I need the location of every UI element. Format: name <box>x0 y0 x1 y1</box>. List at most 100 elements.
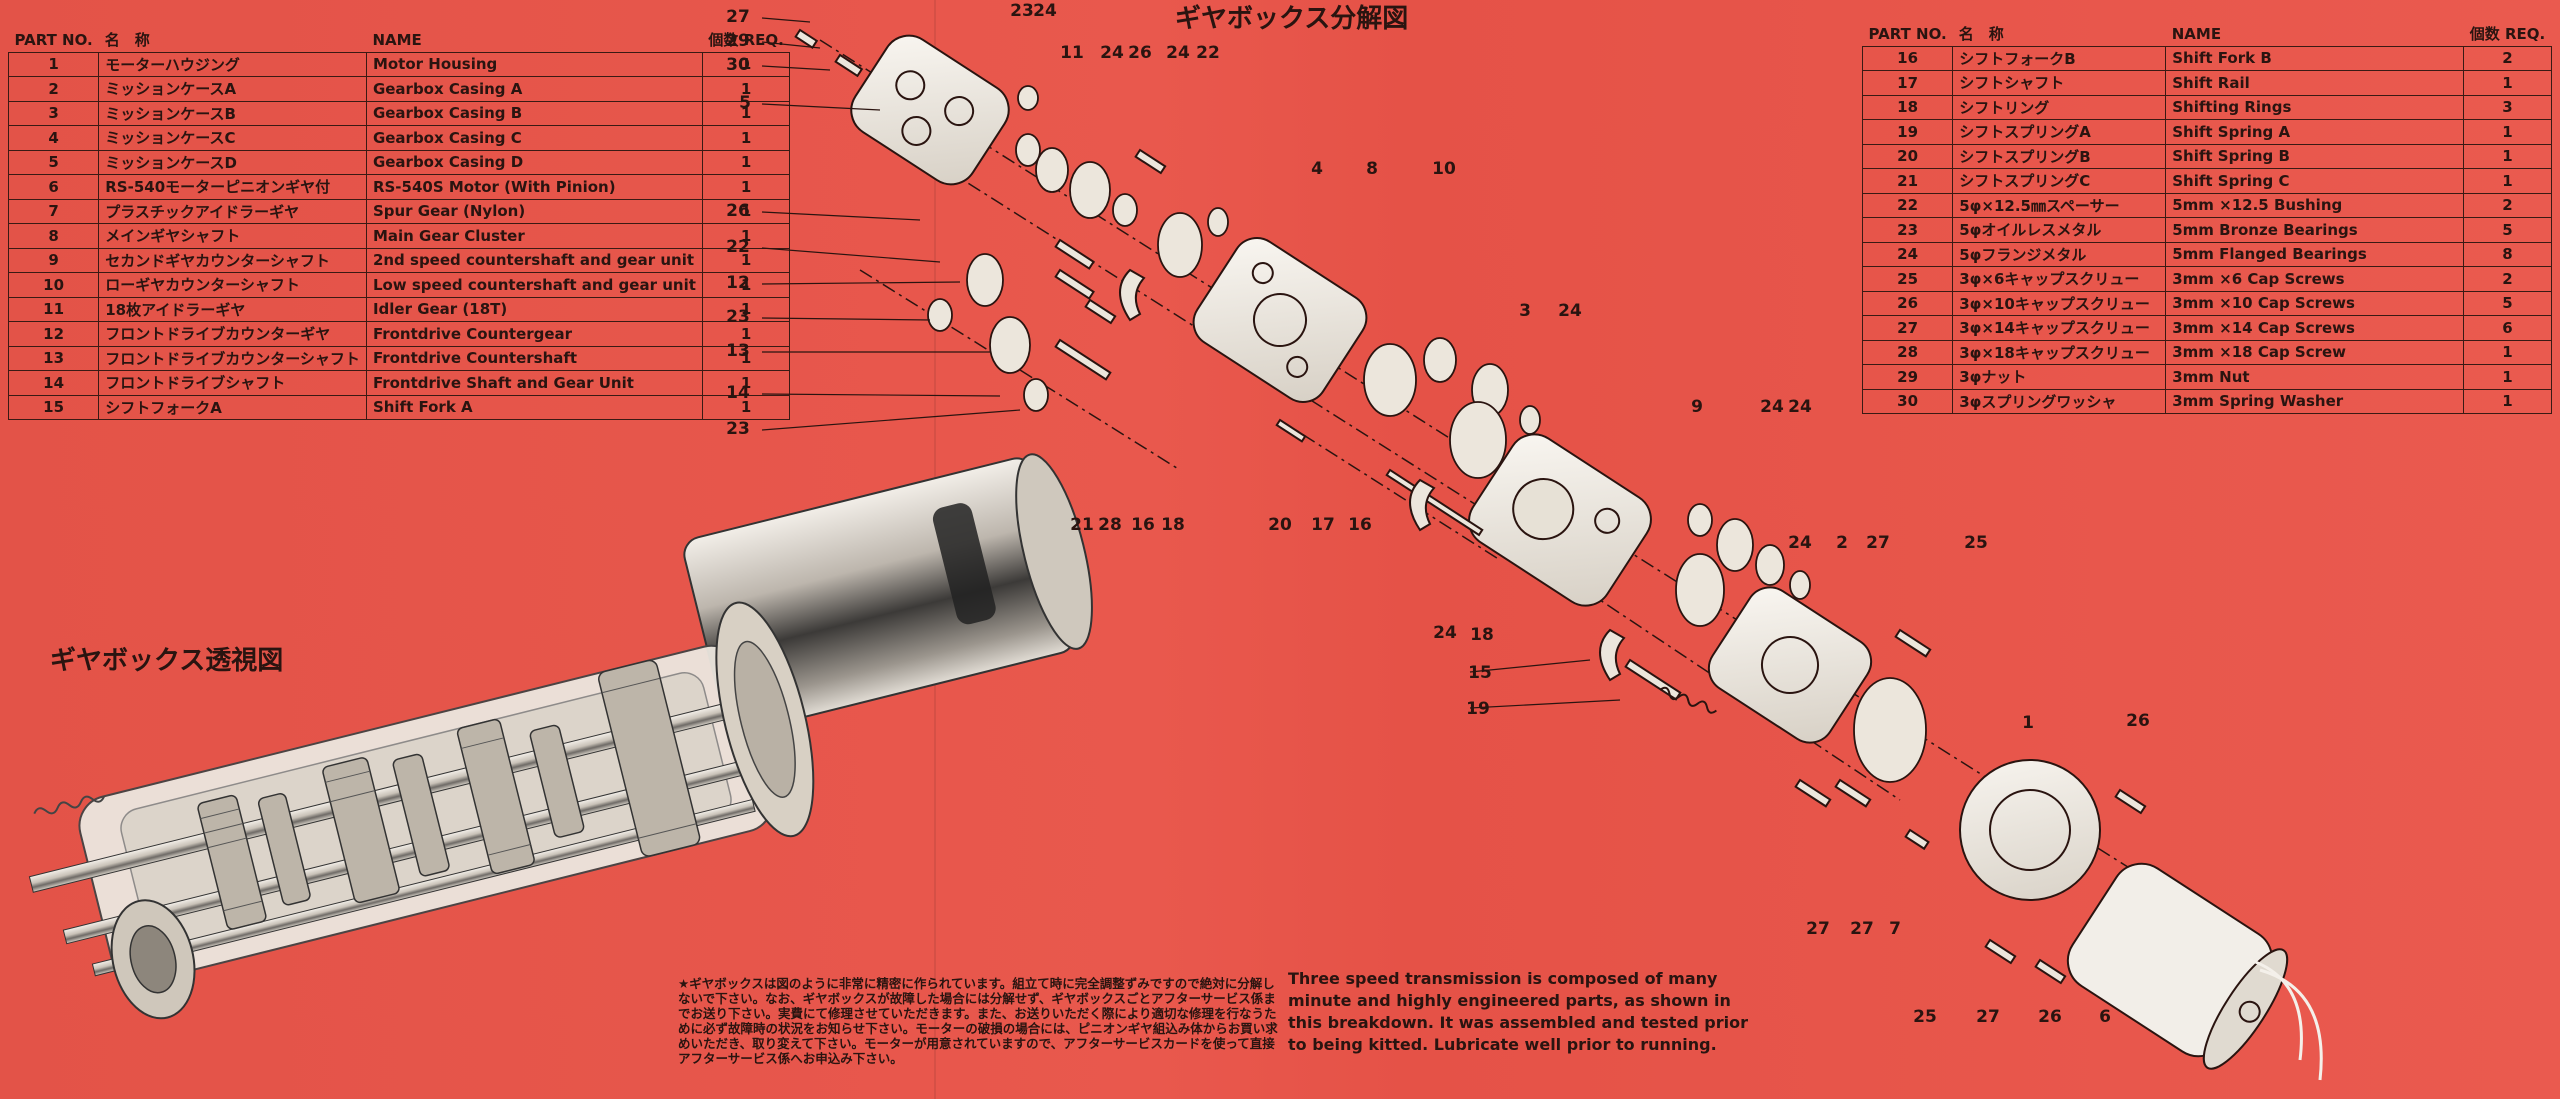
part-quantity: 1 <box>701 76 791 102</box>
callout-number: 15 <box>1468 663 1492 683</box>
callout-number: 29 <box>726 31 750 51</box>
part-quantity: 8 <box>2463 241 2552 267</box>
part-number: 18 <box>1861 94 1954 120</box>
callout-number: 24 <box>1033 1 1057 21</box>
part-name-en: Idler Gear (18T) <box>365 296 703 322</box>
callout-number: 2 <box>1836 533 1848 553</box>
part-number: 24 <box>1861 241 1954 267</box>
callout-number: 19 <box>1466 699 1490 719</box>
header-part-no: PART NO. <box>1868 24 1947 43</box>
callout-number: 7 <box>1889 919 1901 939</box>
part-name-en: Motor Housing <box>365 51 703 77</box>
callout-number: 24 <box>1433 623 1457 643</box>
part-number: 23 <box>1861 217 1954 243</box>
part-name-jp: ミッションケースD <box>98 149 367 175</box>
part-name-jp: 5φオイルレスメタル <box>1952 217 2167 243</box>
part-number: 21 <box>1861 168 1954 194</box>
part-name-en: 3mm ×6 Cap Screws <box>2165 266 2465 292</box>
leader-lines <box>761 17 1621 709</box>
part-quantity: 1 <box>701 198 791 224</box>
part-number: 2 <box>7 76 100 102</box>
part-quantity: 1 <box>2463 143 2552 169</box>
part-number: 14 <box>7 370 100 396</box>
callout-number: 26 <box>2038 1007 2062 1027</box>
part-number: 4 <box>7 125 100 151</box>
part-name-en: Frontdrive Countershaft <box>365 345 703 371</box>
part-name-en: RS-540S Motor (With Pinion) <box>365 174 703 200</box>
part-name-en: Shift Fork B <box>2165 45 2465 71</box>
header-req: 個数 REQ. <box>708 31 784 50</box>
part-number: 26 <box>1861 290 1954 316</box>
japanese-notes: ★ギヤボックスは図のように非常に精密に作られています。組立て時に完全調整ずみです… <box>678 976 1278 1066</box>
callout-number: 9 <box>1691 397 1703 417</box>
exploded-view-title: ギヤボックス分解図 <box>1175 4 1409 34</box>
cutaway-gearbox <box>28 453 1093 1020</box>
callout-number: 24 <box>1788 397 1812 417</box>
part-quantity: 1 <box>701 223 791 249</box>
callout-number: 18 <box>1161 515 1185 535</box>
part-name-jp: 18枚アイドラーギヤ <box>98 296 367 322</box>
callout-number: 25 <box>1913 1007 1937 1027</box>
callout-number: 28 <box>1098 515 1122 535</box>
callout-number: 27 <box>1850 919 1874 939</box>
part-number: 17 <box>1861 70 1954 96</box>
part-name-jp: 5φ×12.5㎜スペーサー <box>1952 192 2167 218</box>
callout-number: 6 <box>2099 1007 2111 1027</box>
part-number: 30 <box>1861 388 1954 414</box>
part-number: 8 <box>7 223 100 249</box>
part-number: 27 <box>1861 315 1954 341</box>
part-number: 16 <box>1861 45 1954 71</box>
header-req: 個数 REQ. <box>2469 25 2546 44</box>
cutaway-view-title: ギヤボックス透視図 <box>50 646 284 676</box>
part-name-jp: RS-540モーターピニオンギヤ付 <box>98 174 367 200</box>
part-quantity: 1 <box>701 125 791 151</box>
part-number: 19 <box>1861 119 1954 145</box>
part-name-jp: ローギヤカウンターシャフト <box>98 272 367 298</box>
part-name-en: Shift Spring A <box>2165 119 2465 145</box>
part-name-en: 3mm Spring Washer <box>2165 388 2465 414</box>
part-number: 10 <box>7 272 100 298</box>
callout-number: 23 <box>726 307 750 327</box>
callout-number: 27 <box>1976 1007 2000 1027</box>
part-name-en: Gearbox Casing A <box>365 76 703 102</box>
callout-number: 11 <box>1060 43 1084 63</box>
callout-number: 17 <box>1311 515 1335 535</box>
callout-number: 1 <box>2022 713 2034 733</box>
callout-number: 27 <box>1806 919 1830 939</box>
part-number: 3 <box>7 100 100 126</box>
exploded-gearbox <box>794 28 2323 1081</box>
callout-number: 24 <box>1166 43 1190 63</box>
part-name-en: 3mm ×10 Cap Screws <box>2165 290 2465 316</box>
callout-number: 30 <box>726 55 750 75</box>
callout-number: 24 <box>1100 43 1124 63</box>
part-quantity: 1 <box>701 321 791 347</box>
callout-number: 27 <box>1866 533 1890 553</box>
part-name-en: 3mm ×18 Cap Screw <box>2165 339 2465 365</box>
callout-number: 26 <box>2126 711 2150 731</box>
part-quantity: 1 <box>701 174 791 200</box>
part-number: 6 <box>7 174 100 200</box>
callout-number: 18 <box>1470 625 1494 645</box>
callout-number: 26 <box>726 201 750 221</box>
callout-number: 24 <box>1558 301 1582 321</box>
part-name-jp: ミッションケースB <box>98 100 367 126</box>
part-name-en: Gearbox Casing B <box>365 100 703 126</box>
